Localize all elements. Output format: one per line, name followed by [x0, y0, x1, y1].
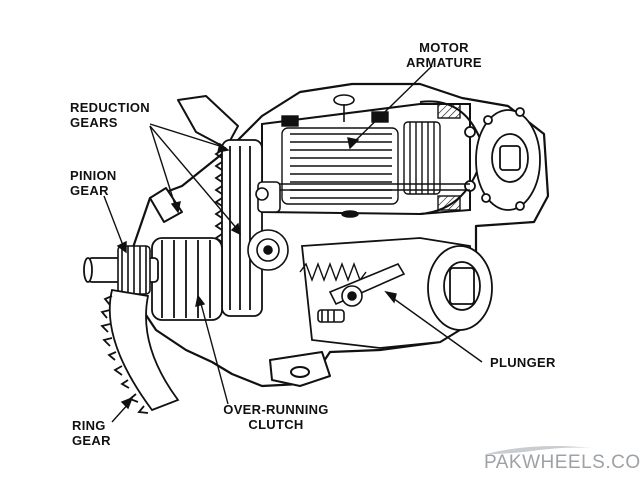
- leader-over-running-clutch: [199, 299, 229, 405]
- pinion-gear: [117, 245, 151, 295]
- leader-plunger: [389, 295, 483, 363]
- shift-lever: [328, 262, 406, 307]
- over-running-clutch: [151, 237, 223, 321]
- return-spring: [299, 262, 367, 282]
- label-over-running-clutch: OVER-RUNNING CLUTCH: [223, 402, 329, 432]
- end-cap: [464, 107, 541, 211]
- label-plunger: PLUNGER: [490, 355, 556, 370]
- terminal-stud: [317, 309, 345, 323]
- leader-pinion-gear: [103, 195, 125, 249]
- housing-screw: [333, 94, 355, 122]
- armature-pinion: [255, 181, 281, 213]
- reduction-gear: [214, 139, 263, 317]
- leader-motor-armature: [351, 65, 433, 145]
- label-ring-gear: RING GEAR: [72, 418, 111, 448]
- leader-lines: [103, 65, 483, 423]
- mounting-flange: [149, 95, 331, 387]
- pakwheels-watermark: PAKWHEELS.COM: [474, 444, 640, 474]
- label-motor-armature: MOTOR ARMATURE: [406, 40, 482, 70]
- label-reduction-gears: REDUCTION GEARS: [70, 100, 150, 130]
- leader-reduction-gears-2: [149, 125, 177, 209]
- commutator: [403, 103, 461, 211]
- watermark-text: PAKWHEELS.COM: [484, 452, 640, 473]
- leader-reduction-gears-3: [149, 125, 239, 231]
- leader-reduction-gears-1: [149, 123, 227, 149]
- label-pinion-gear: PINION GEAR: [70, 168, 117, 198]
- watermark-swoosh-icon: [486, 446, 592, 454]
- idler-gear: [247, 229, 289, 271]
- through-bolts: [272, 183, 470, 218]
